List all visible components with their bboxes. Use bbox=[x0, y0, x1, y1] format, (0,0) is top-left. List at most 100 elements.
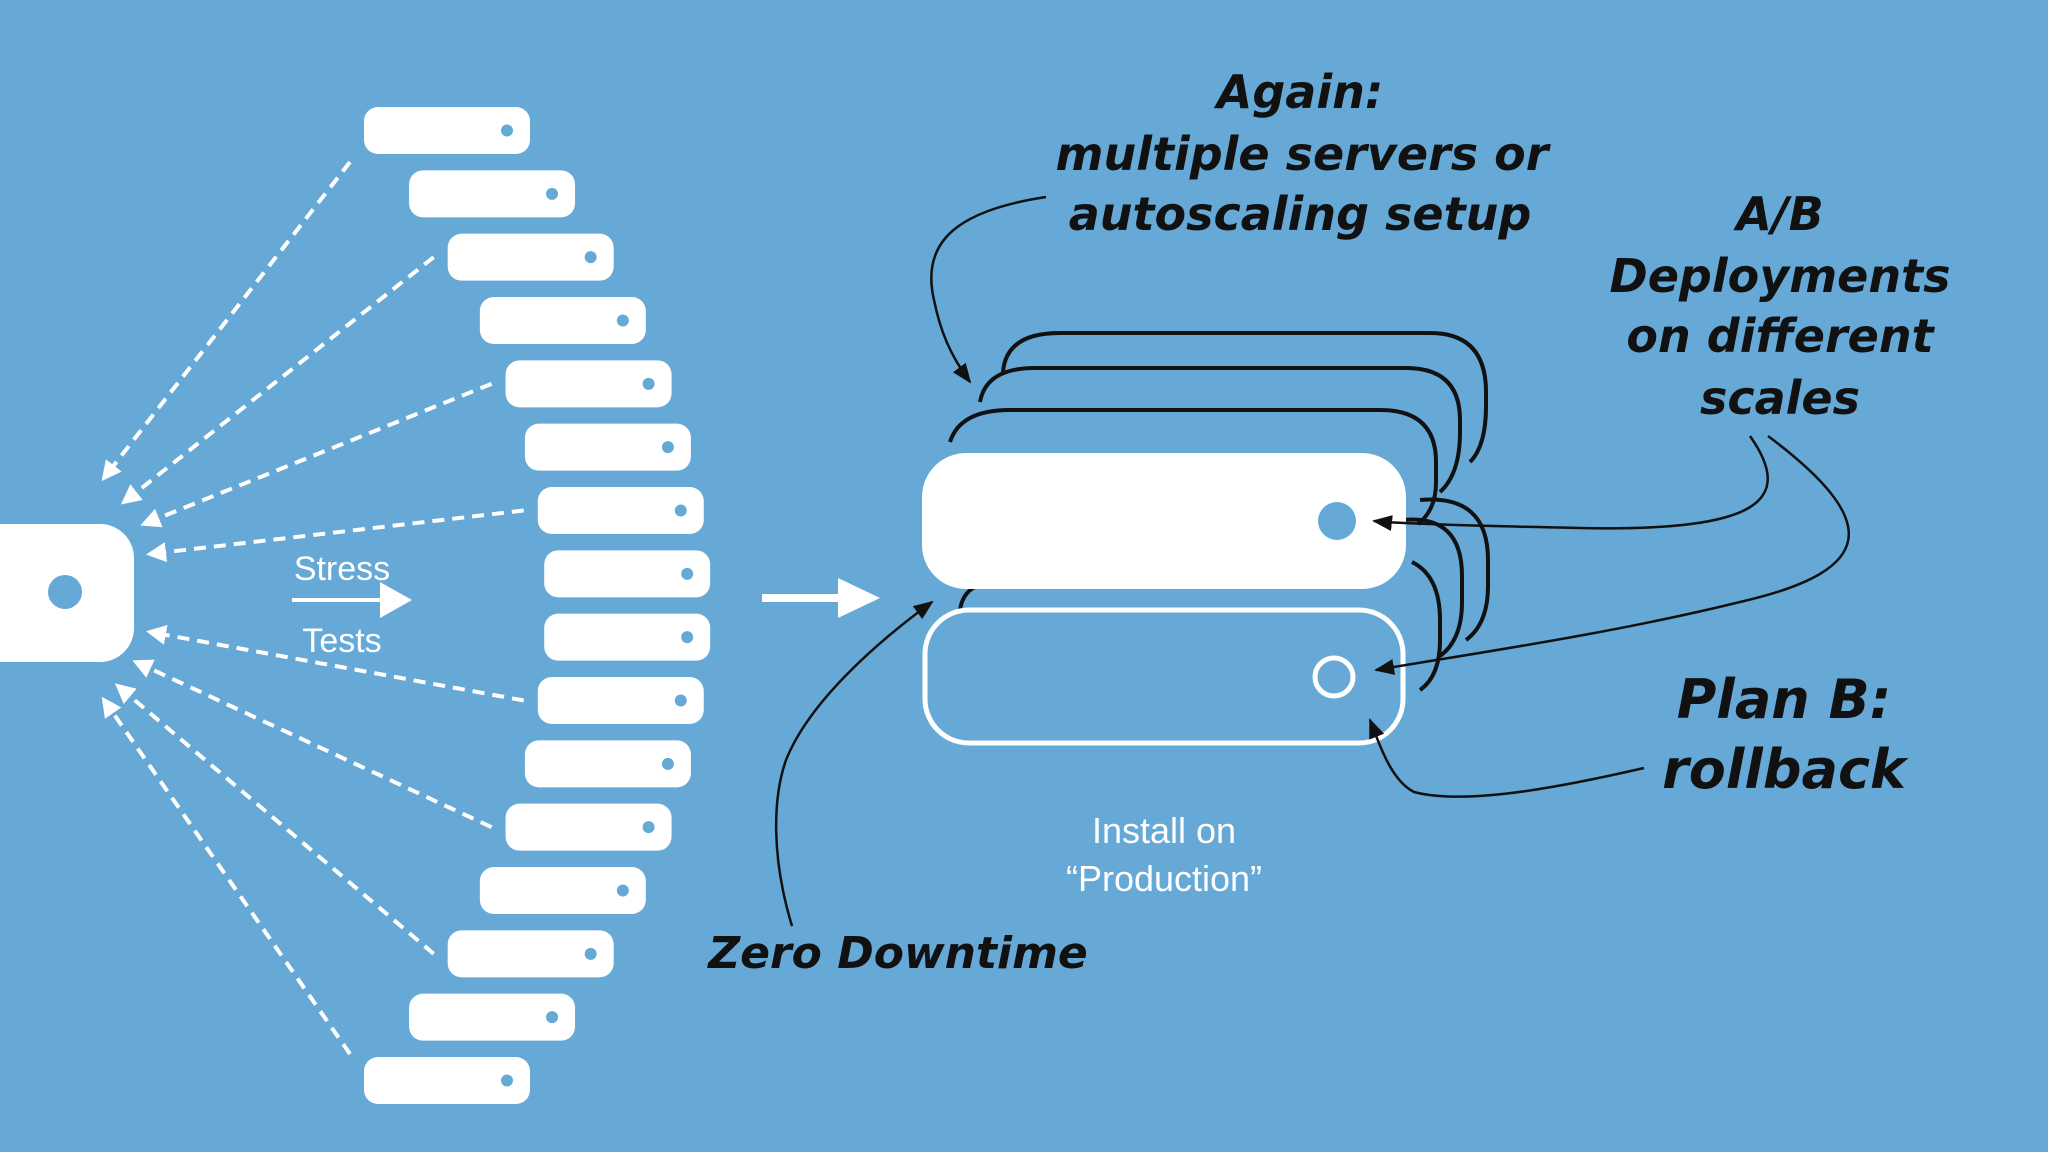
stress-server-body bbox=[505, 803, 672, 851]
ab-line2: Deployments bbox=[1610, 249, 1951, 303]
stress-server-led bbox=[616, 314, 629, 327]
stress-tests-label: Stress Tests bbox=[292, 550, 412, 660]
stress-arrow-icon bbox=[292, 582, 412, 618]
planb-pointer bbox=[1368, 718, 1645, 798]
stress-server bbox=[364, 1057, 530, 1104]
stack-outline-4 bbox=[1419, 497, 1490, 642]
stress-server-led bbox=[501, 124, 513, 137]
stress-dashed-arrow bbox=[120, 255, 435, 505]
active-server-led bbox=[1318, 502, 1356, 540]
stress-server-body bbox=[537, 677, 704, 724]
stress-server-led bbox=[674, 504, 687, 517]
stress-dashed-arrow bbox=[146, 625, 525, 703]
ab-pointer-active bbox=[1372, 435, 1769, 532]
stress-server bbox=[537, 487, 704, 534]
stack-outline-2 bbox=[978, 366, 1462, 494]
stress-server bbox=[505, 803, 672, 851]
again-line1: Again: bbox=[1214, 65, 1383, 119]
stress-server bbox=[409, 170, 576, 218]
stress-server-body bbox=[524, 423, 691, 471]
active-server bbox=[922, 453, 1406, 589]
stack-outline-6 bbox=[1411, 560, 1442, 692]
stress-server bbox=[479, 867, 646, 914]
annotation-ab-deployments: A/B Deployments on different scales bbox=[1610, 187, 1951, 425]
stress-dashed-arrow bbox=[101, 160, 352, 482]
stress-server-led bbox=[642, 377, 655, 390]
stress-server-led bbox=[661, 441, 674, 454]
stress-server bbox=[524, 740, 691, 788]
stress-server-body bbox=[447, 930, 614, 978]
stress-dashed-arrow bbox=[146, 508, 524, 563]
stress-label: Stress bbox=[294, 550, 390, 588]
zero-downtime-pointer bbox=[774, 600, 934, 927]
stack-outline-1 bbox=[1001, 331, 1488, 464]
stack-outline-5 bbox=[1401, 517, 1464, 658]
stress-server-led bbox=[616, 884, 629, 897]
production-stack bbox=[948, 331, 1490, 692]
stress-arrows bbox=[101, 160, 525, 1056]
zero-downtime-label: Zero Downtime bbox=[706, 928, 1088, 979]
annotation-again: Again: multiple servers or autoscaling s… bbox=[1056, 65, 1552, 241]
stress-server bbox=[447, 233, 614, 281]
stress-server-body bbox=[364, 107, 530, 154]
stress-server-led bbox=[681, 567, 694, 580]
stress-server bbox=[409, 993, 576, 1041]
stress-server-led bbox=[584, 251, 597, 264]
again-pointer bbox=[930, 195, 1047, 384]
stress-server-body bbox=[524, 740, 691, 788]
stress-server-body bbox=[409, 170, 576, 218]
stress-server-body bbox=[479, 867, 646, 914]
stress-server-body bbox=[447, 233, 614, 281]
stress-server-body bbox=[479, 297, 646, 344]
source-server-led bbox=[48, 575, 82, 609]
rollback-server-body bbox=[922, 607, 1406, 746]
planb-line2: rollback bbox=[1662, 738, 1909, 801]
deploy-arrow-icon bbox=[762, 578, 880, 618]
annotation-plan-b: Plan B: rollback bbox=[1662, 668, 1909, 801]
ab-line4: scales bbox=[1700, 371, 1860, 425]
install-label-line2: “Production” bbox=[1066, 858, 1262, 899]
ab-line3: on different bbox=[1626, 309, 1935, 363]
active-server-body bbox=[922, 453, 1406, 589]
stress-server-column bbox=[364, 107, 711, 1104]
again-line2: multiple servers or bbox=[1056, 127, 1552, 181]
stress-server bbox=[544, 550, 711, 598]
stress-server-led bbox=[642, 821, 655, 834]
stress-server-led bbox=[674, 694, 687, 707]
stress-server bbox=[524, 423, 691, 471]
stress-dashed-arrow bbox=[101, 696, 352, 1056]
ab-line1: A/B bbox=[1733, 187, 1823, 241]
stress-server-body bbox=[409, 993, 576, 1041]
stress-dashed-arrow bbox=[140, 381, 493, 528]
stress-dashed-arrow bbox=[114, 683, 435, 956]
stress-server-led bbox=[661, 757, 674, 770]
stress-server-body bbox=[537, 487, 704, 534]
stress-server bbox=[537, 677, 704, 724]
source-server-node bbox=[0, 524, 134, 662]
stress-server-led bbox=[501, 1074, 513, 1087]
ab-pointer-rollback bbox=[1374, 435, 1851, 675]
stack-outline-3 bbox=[948, 408, 1438, 526]
tests-label: Tests bbox=[302, 622, 381, 660]
install-label-line1: Install on bbox=[1092, 810, 1236, 851]
rollback-server-led bbox=[1312, 655, 1356, 699]
stress-server-led bbox=[681, 631, 694, 644]
stress-server-body bbox=[364, 1057, 530, 1104]
stress-server bbox=[505, 360, 672, 408]
annotation-arrows bbox=[774, 195, 1851, 927]
rollback-server bbox=[922, 607, 1406, 746]
stress-server-led bbox=[584, 947, 597, 960]
stress-dashed-arrow bbox=[132, 659, 493, 829]
planb-line1: Plan B: bbox=[1677, 668, 1892, 731]
stress-server bbox=[479, 297, 646, 344]
stress-server-body bbox=[544, 613, 711, 661]
again-line3: autoscaling setup bbox=[1069, 187, 1532, 241]
stress-server bbox=[544, 613, 711, 661]
stress-server bbox=[364, 107, 530, 154]
stress-server-led bbox=[546, 1011, 559, 1024]
stress-server-body bbox=[505, 360, 672, 408]
stress-server-body bbox=[544, 550, 711, 598]
stress-server-led bbox=[546, 187, 559, 200]
